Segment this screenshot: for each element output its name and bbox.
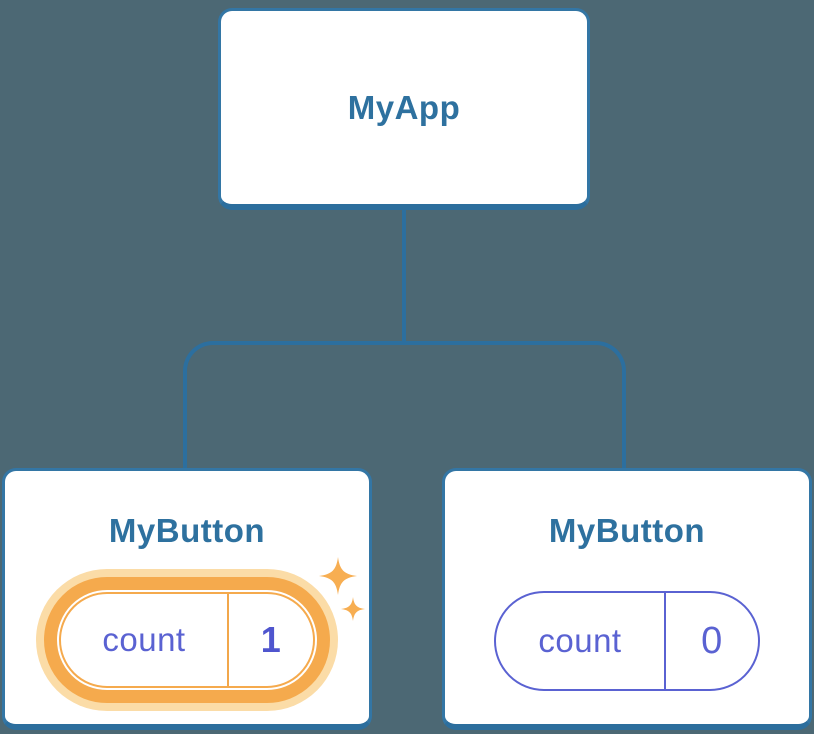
state-pill-right: count 0 [494, 591, 760, 691]
node-label-mybutton-right: MyButton [548, 512, 706, 549]
node-label-mybutton-left: MyButton [108, 512, 266, 549]
connector-branch [183, 341, 626, 472]
state-key-label: count [538, 622, 622, 659]
state-key-label: count [102, 621, 186, 658]
state-pill-left: count 1 [59, 592, 315, 688]
node-label-myapp: MyApp [347, 88, 461, 126]
component-node-mybutton-right: MyButton count 0 [442, 468, 812, 730]
connector-stem [402, 208, 406, 345]
state-value: 1 [227, 594, 313, 686]
state-value: 0 [664, 593, 758, 689]
component-node-myapp: MyApp [218, 8, 590, 210]
component-node-mybutton-left: MyButton count 1 [2, 468, 372, 730]
sparkle-small-icon [341, 597, 365, 621]
sparkles-icon [319, 557, 357, 595]
state-pill-highlight-ring: count 1 [44, 577, 330, 703]
